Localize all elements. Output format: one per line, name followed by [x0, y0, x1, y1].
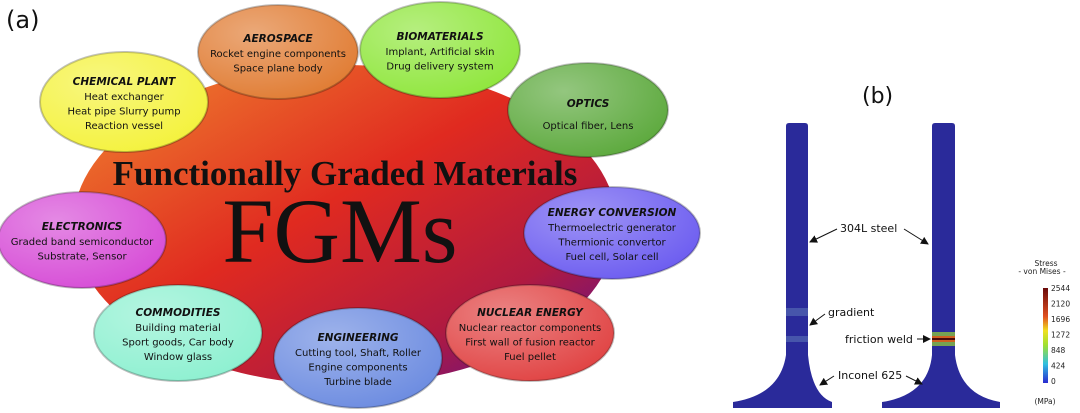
colorbar-tick: 848 — [1051, 346, 1066, 355]
bubble-line: Thermoelectric generator — [547, 223, 677, 234]
bubble-optics: OPTICS Optical fiber, Lens — [507, 62, 669, 158]
colorbar-tick: 1696 — [1051, 315, 1070, 324]
bubble-heading: OPTICS — [567, 98, 610, 110]
colorbar-subtitle: - von Mises - — [1018, 267, 1066, 276]
bubble-line: Cutting tool, Shaft, Roller — [295, 348, 422, 359]
bubble-line: Engine components — [308, 363, 407, 374]
colorbar-tick: 2544 — [1051, 284, 1070, 293]
bubble-heading: ENERGY CONVERSION — [548, 207, 677, 219]
bubble-shape — [198, 5, 358, 99]
colorbar: Stress - von Mises - 2544 2120 1696 1272 848… — [1018, 259, 1070, 406]
bubble-line: Implant, Artificial skin — [386, 47, 495, 58]
bubble-heading: ELECTRONICS — [42, 221, 123, 233]
title: Functionally Graded Materials — [113, 154, 578, 193]
bubble-line: Fuel pellet — [504, 352, 556, 363]
bubble-electronics: ELECTRONICS Graded band semiconductorSubs… — [0, 191, 167, 289]
colorbar-tick: 424 — [1051, 362, 1066, 371]
panel-b-label: (b) — [862, 84, 893, 109]
bubble-line: Sport goods, Car body — [122, 338, 234, 349]
bubble-shape — [524, 187, 700, 279]
bubble-shape — [446, 285, 614, 381]
bubble-line: Reaction vessel — [85, 121, 163, 132]
bubble-line: First wall of fusion reactor — [465, 338, 595, 349]
bubble-biomaterials: BIOMATERIALS Implant, Artificial skinDrug… — [359, 1, 521, 99]
acronym: FGMs — [222, 180, 457, 282]
colorbar-unit: (MPa) — [1034, 397, 1055, 406]
bubble-shape — [274, 308, 442, 408]
label-friction-weld: friction weld — [845, 333, 913, 346]
bubble-shape — [94, 285, 262, 381]
bubble-heading: BIOMATERIALS — [396, 31, 483, 43]
colorbar-tick: 1272 — [1051, 331, 1070, 340]
valve-right — [882, 123, 1000, 408]
bubble-line: Heat pipe Slurry pump — [67, 107, 180, 118]
bubble-line: Rocket engine components — [210, 49, 346, 60]
bubble-heading: NUCLEAR ENERGY — [477, 307, 584, 319]
panel-a-label: (a) — [6, 6, 39, 34]
bubble-heading: ENGINEERING — [317, 332, 398, 344]
bubble-line: Window glass — [144, 352, 212, 363]
bubble-shape — [508, 63, 668, 157]
bubble-line: Nuclear reactor components — [459, 323, 601, 334]
bubble-heading: COMMODITIES — [136, 307, 221, 319]
bubble-shape — [360, 2, 520, 98]
valve-left — [733, 123, 832, 408]
bubble-line: Optical fiber, Lens — [543, 121, 634, 132]
bubble-heading: CHEMICAL PLANT — [73, 76, 176, 88]
label-gradient: gradient — [828, 306, 875, 319]
bubble-line: Thermionic convertor — [557, 238, 666, 249]
bubble-line: Graded band semiconductor — [11, 237, 154, 248]
bubble-line: Space plane body — [233, 64, 322, 75]
label-304l-steel: 304L steel — [840, 222, 897, 235]
colorbar-tick: 0 — [1051, 377, 1056, 386]
bubble-line: Drug delivery system — [386, 62, 493, 73]
colorbar-title: Stress — [1034, 259, 1057, 268]
bubble-engineering: ENGINEERING Cutting tool, Shaft, RollerEn… — [273, 307, 443, 409]
bubble-line: Building material — [135, 323, 220, 334]
bubble-shape — [40, 52, 208, 152]
label-inconel: Inconel 625 — [838, 369, 902, 382]
bubble-line: Heat exchanger — [84, 92, 164, 103]
bubble-nuclear-energy: NUCLEAR ENERGY Nuclear reactor components… — [445, 284, 615, 382]
colorbar-tick: 2120 — [1051, 300, 1070, 309]
bubble-line: Turbine blade — [323, 377, 392, 388]
bubble-energy-conversion: ENERGY CONVERSION Thermoelectric generato… — [523, 186, 701, 280]
bubble-line: Fuel cell, Solar cell — [565, 252, 658, 263]
bubble-shape — [0, 192, 166, 288]
bubble-heading: AEROSPACE — [242, 33, 313, 45]
bubble-line: Substrate, Sensor — [37, 252, 127, 263]
